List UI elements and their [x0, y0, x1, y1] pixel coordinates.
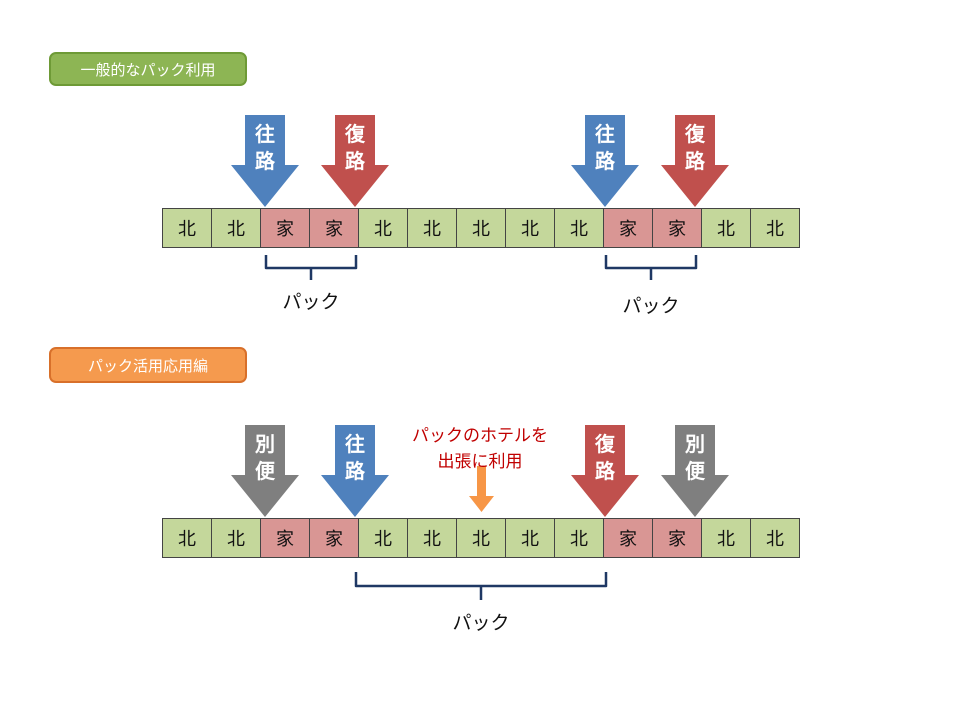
- arrow-label-1: 復: [345, 122, 365, 146]
- day-cell: 北: [702, 209, 751, 247]
- arrow-label-1: 復: [595, 432, 615, 456]
- outbound-arrow: 往路: [231, 115, 299, 207]
- day-cell: 北: [555, 209, 604, 247]
- small-down-arrow: [469, 466, 494, 512]
- pack-label: パック: [452, 612, 510, 634]
- day-cell: 家: [604, 519, 653, 557]
- pack-bracket: [264, 255, 358, 280]
- arrow-label-2: 便: [255, 459, 275, 483]
- section1-title-badge: 一般的なパック利用: [49, 52, 247, 86]
- day-cell: 家: [261, 519, 310, 557]
- arrow-label-1: 別: [255, 432, 275, 456]
- day-cell: 北: [163, 519, 212, 557]
- day-cell: 家: [653, 519, 702, 557]
- pack-bracket: [604, 255, 698, 280]
- section2-title-badge: パック活用応用編: [49, 347, 247, 383]
- day-cell: 北: [751, 519, 799, 557]
- arrow-label-1: 往: [345, 432, 365, 456]
- pack-label: パック: [622, 295, 680, 317]
- arrow-label-2: 路: [595, 459, 615, 483]
- day-cell: 家: [310, 519, 359, 557]
- section2-title: パック活用応用編: [87, 356, 208, 375]
- day-cell: 家: [653, 209, 702, 247]
- day-cell: 北: [555, 519, 604, 557]
- arrow-label-2: 路: [685, 149, 705, 173]
- outbound-arrow: 往路: [321, 425, 389, 517]
- return-arrow: 復路: [571, 425, 639, 517]
- return-arrow: 復路: [661, 115, 729, 207]
- outbound-arrow: 往路: [571, 115, 639, 207]
- hotel-note-line2: 出張に利用: [437, 452, 523, 472]
- arrow-label-2: 路: [345, 459, 365, 483]
- day-cell: 北: [506, 209, 555, 247]
- day-cell: 北: [212, 519, 261, 557]
- day-cell: 北: [506, 519, 555, 557]
- day-cell: 北: [359, 519, 408, 557]
- day-cell: 北: [212, 209, 261, 247]
- day-cell: 北: [457, 519, 506, 557]
- separate-flight-arrow: 別便: [661, 425, 729, 517]
- hotel-note-line1: パックのホテルを: [412, 426, 548, 446]
- pack-label: パック: [282, 291, 340, 313]
- day-cell: 北: [408, 519, 457, 557]
- day-cell: 北: [359, 209, 408, 247]
- pack-bracket: [354, 572, 608, 600]
- section1-title: 一般的なパック利用: [80, 60, 216, 79]
- arrow-label-1: 復: [685, 122, 705, 146]
- arrow-label-2: 路: [595, 149, 615, 173]
- arrow-label-1: 往: [255, 122, 275, 146]
- return-arrow: 復路: [321, 115, 389, 207]
- day-cell: 家: [604, 209, 653, 247]
- day-row-2: 北 北 家 家 北 北 北 北 北 家 家 北 北: [162, 518, 800, 558]
- day-cell: 北: [751, 209, 799, 247]
- day-cell: 家: [310, 209, 359, 247]
- arrow-label-1: 往: [595, 122, 615, 146]
- day-cell: 北: [457, 209, 506, 247]
- day-cell: 北: [702, 519, 751, 557]
- separate-flight-arrow: 別便: [231, 425, 299, 517]
- arrow-label-2: 便: [685, 459, 705, 483]
- day-cell: 家: [261, 209, 310, 247]
- arrow-label-2: 路: [345, 149, 365, 173]
- day-cell: 北: [408, 209, 457, 247]
- arrow-label-1: 別: [685, 432, 705, 456]
- day-cell: 北: [163, 209, 212, 247]
- day-row-1: 北 北 家 家 北 北 北 北 北 家 家 北 北: [162, 208, 800, 248]
- arrow-label-2: 路: [255, 149, 275, 173]
- hotel-note: パックのホテルを 出張に利用: [395, 423, 565, 475]
